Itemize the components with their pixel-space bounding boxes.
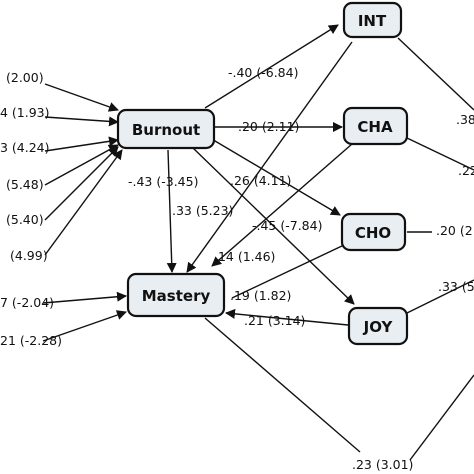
label-in2: 4 (1.93) — [0, 105, 50, 120]
label-burnout-cho: .26 (4.11) — [230, 173, 291, 188]
edges — [42, 24, 474, 461]
label-burnout-joy: -.45 (-7.84) — [252, 218, 322, 233]
edge-mastery-out — [204, 317, 361, 453]
label-joy-mastery: .21 (3.14) — [244, 313, 305, 328]
label-mastery-out: .23 (3.01) — [352, 457, 413, 472]
edge-min1-mastery — [42, 291, 127, 304]
label-min1: 7 (-2.04) — [0, 295, 54, 310]
label-min2: 21 (-2.28) — [0, 333, 62, 348]
edge-mastery-out-tail — [409, 374, 474, 461]
node-cha-label: CHA — [357, 118, 393, 136]
label-int-out: .38 — [456, 112, 474, 127]
label-cho-mastery: .19 (1.82) — [230, 288, 291, 303]
label-in3: 3 (4.24) — [0, 140, 50, 155]
node-joy: JOY — [347, 306, 409, 346]
node-mastery-label: Mastery — [142, 287, 211, 305]
edge-joy-mastery — [225, 308, 349, 326]
label-cha-mastery: .14 (1.46) — [214, 249, 275, 264]
edge-joy-out — [406, 279, 474, 314]
edge-in1-burnout — [44, 83, 119, 112]
label-burnout-int: -.40 (-6.84) — [228, 65, 298, 80]
edge-cho-mastery — [231, 244, 345, 299]
node-burnout: Burnout — [116, 108, 216, 150]
edge-in6-burnout — [44, 149, 123, 256]
label-burnout-mastery: -.43 (-3.45) — [128, 174, 198, 189]
edge-int-out — [397, 37, 474, 111]
edge-in5-burnout — [44, 146, 119, 221]
node-cha: CHA — [342, 106, 409, 146]
label-in6: (4.99) — [10, 248, 48, 263]
edge-burnout-cho — [209, 137, 341, 216]
label-cho-out: .20 (2 — [436, 223, 473, 238]
edge-burnout-int — [204, 24, 339, 109]
node-int: INT — [342, 1, 403, 39]
label-int-mastery: .33 (5.23) — [172, 203, 233, 218]
label-in4: (5.48) — [6, 177, 44, 192]
edge-labels: (2.00) 4 (1.93) 3 (4.24) (5.48) (5.40) (… — [0, 65, 474, 472]
edge-int-mastery — [186, 41, 353, 273]
node-joy-label: JOY — [363, 318, 394, 336]
edge-burnout-mastery — [166, 149, 177, 273]
node-cho-label: CHO — [355, 224, 391, 242]
edge-in3-burnout — [44, 136, 119, 152]
label-joy-out: .33 (5 — [438, 279, 474, 294]
label-burnout-cha: .20 (2.11) — [238, 119, 299, 134]
label-in1: (2.00) — [6, 70, 44, 85]
edge-burnout-joy — [192, 147, 355, 305]
edge-in4-burnout — [44, 144, 119, 186]
edge-in2-burnout — [44, 116, 119, 127]
node-burnout-label: Burnout — [132, 121, 200, 139]
node-cho: CHO — [340, 212, 407, 252]
edge-min2-mastery — [42, 310, 127, 342]
node-int-label: INT — [358, 12, 387, 30]
edge-cha-mastery — [211, 143, 353, 267]
node-mastery: Mastery — [126, 272, 226, 318]
label-cha-out: .22 — [458, 163, 474, 178]
label-in5: (5.40) — [6, 212, 44, 227]
edge-cha-out — [406, 137, 474, 171]
